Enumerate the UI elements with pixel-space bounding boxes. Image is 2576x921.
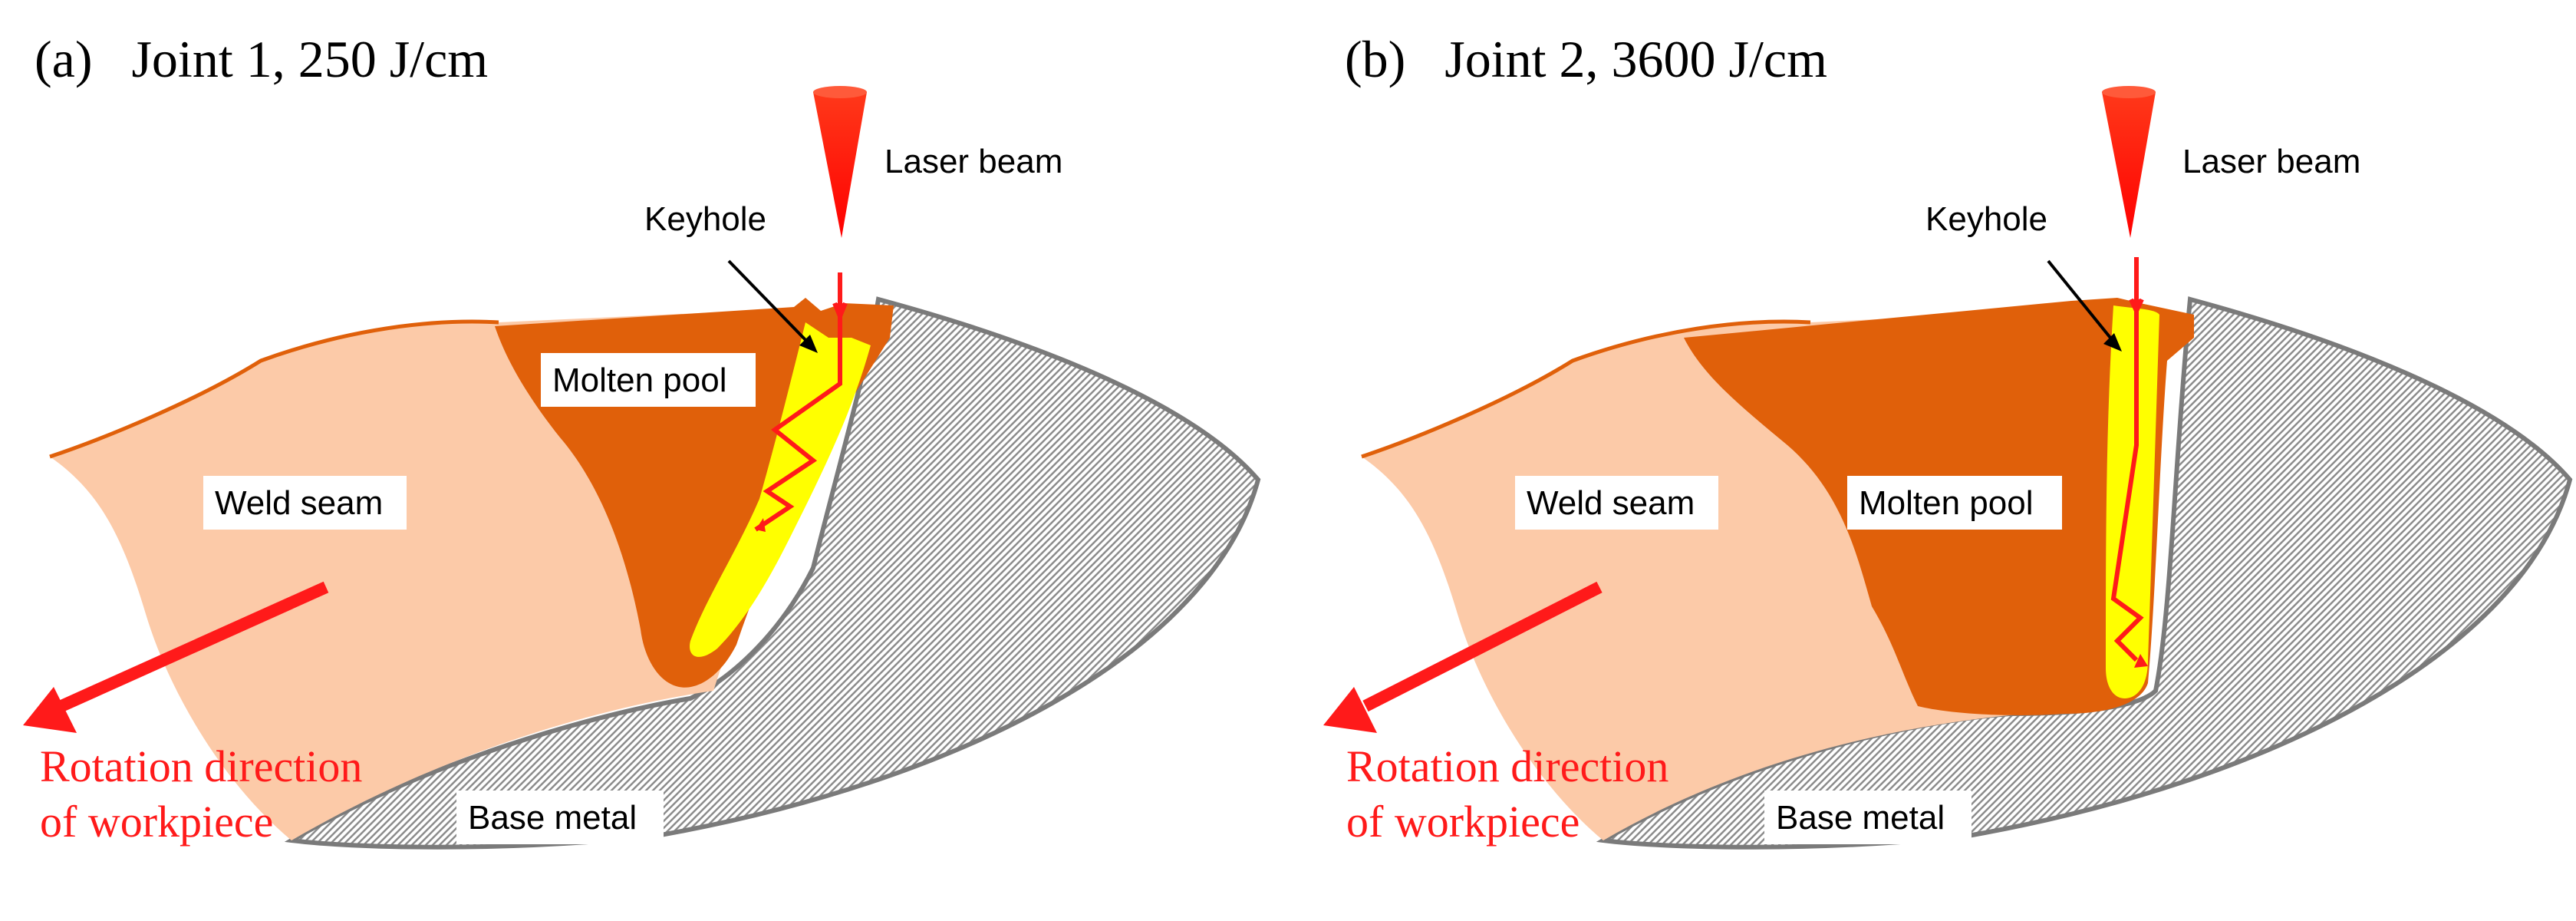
molten-pool-label: Molten pool bbox=[1859, 484, 2033, 522]
weld-seam-label: Weld seam bbox=[1527, 484, 1695, 522]
panel-b-title: (b) Joint 2, 3600 J/cm bbox=[1345, 30, 1827, 88]
rotation-arrow-shaft bbox=[1362, 581, 1603, 712]
molten-pool-label-box bbox=[1847, 476, 2062, 530]
beam-reflection-path bbox=[754, 272, 848, 532]
panel-a-title: (a) Joint 1, 250 J/cm bbox=[35, 30, 488, 88]
base-metal-label-box bbox=[1764, 791, 1972, 844]
laser-beam-aperture bbox=[813, 86, 867, 98]
rotation-label-line2: of workpiece bbox=[40, 797, 273, 847]
rotation-label-line2: of workpiece bbox=[1346, 797, 1580, 847]
base-metal-region bbox=[284, 296, 1261, 850]
keyhole-region bbox=[690, 322, 871, 657]
weld-seam-top-edge bbox=[1361, 319, 1811, 459]
panel-a: (a) Joint 1, 250 J/cm Laser beam Keyhole… bbox=[23, 30, 1261, 850]
keyhole-leader-arrowhead bbox=[799, 335, 818, 353]
laser-beam-label: Laser beam bbox=[2182, 143, 2360, 180]
base-metal-label: Base metal bbox=[468, 799, 637, 837]
rotation-label-line1: Rotation direction bbox=[40, 741, 362, 791]
beam-reflection-arrowhead bbox=[756, 518, 766, 532]
keyhole-leader-arrowhead bbox=[2103, 333, 2122, 352]
panel-b: (b) Joint 2, 3600 J/cm Laser beam Keyhol… bbox=[1323, 30, 2573, 850]
rotation-label-line1: Rotation direction bbox=[1346, 741, 1668, 791]
weld-seam-label-box bbox=[203, 476, 407, 530]
keyhole-label: Keyhole bbox=[644, 200, 766, 238]
base-metal-label-box bbox=[456, 791, 664, 844]
laser-beam-cone bbox=[2102, 87, 2156, 238]
rotation-arrow-head bbox=[1323, 687, 1377, 733]
laser-beam-cone bbox=[813, 87, 867, 238]
laser-beam-label: Laser beam bbox=[884, 143, 1062, 180]
keyhole-leader-line bbox=[2047, 259, 2115, 343]
molten-pool-label: Molten pool bbox=[552, 361, 726, 399]
base-metal-label: Base metal bbox=[1776, 799, 1945, 837]
laser-beam-aperture bbox=[2102, 86, 2156, 98]
rotation-arrow-shaft bbox=[58, 581, 329, 712]
molten-pool-label-box bbox=[541, 353, 756, 407]
beam-reflection-arrowhead bbox=[2134, 654, 2148, 668]
base-metal-region bbox=[1596, 296, 2573, 850]
weld-seam-label-box bbox=[1515, 476, 1718, 530]
rotation-arrow-head bbox=[23, 687, 77, 733]
keyhole-label: Keyhole bbox=[1925, 200, 2047, 238]
weld-seam-label: Weld seam bbox=[215, 484, 383, 522]
weld-seam-top-edge bbox=[49, 319, 499, 459]
beam-reflection-path bbox=[2110, 257, 2144, 662]
keyhole-leader-line bbox=[727, 259, 811, 345]
keyhole-region bbox=[2106, 305, 2159, 698]
